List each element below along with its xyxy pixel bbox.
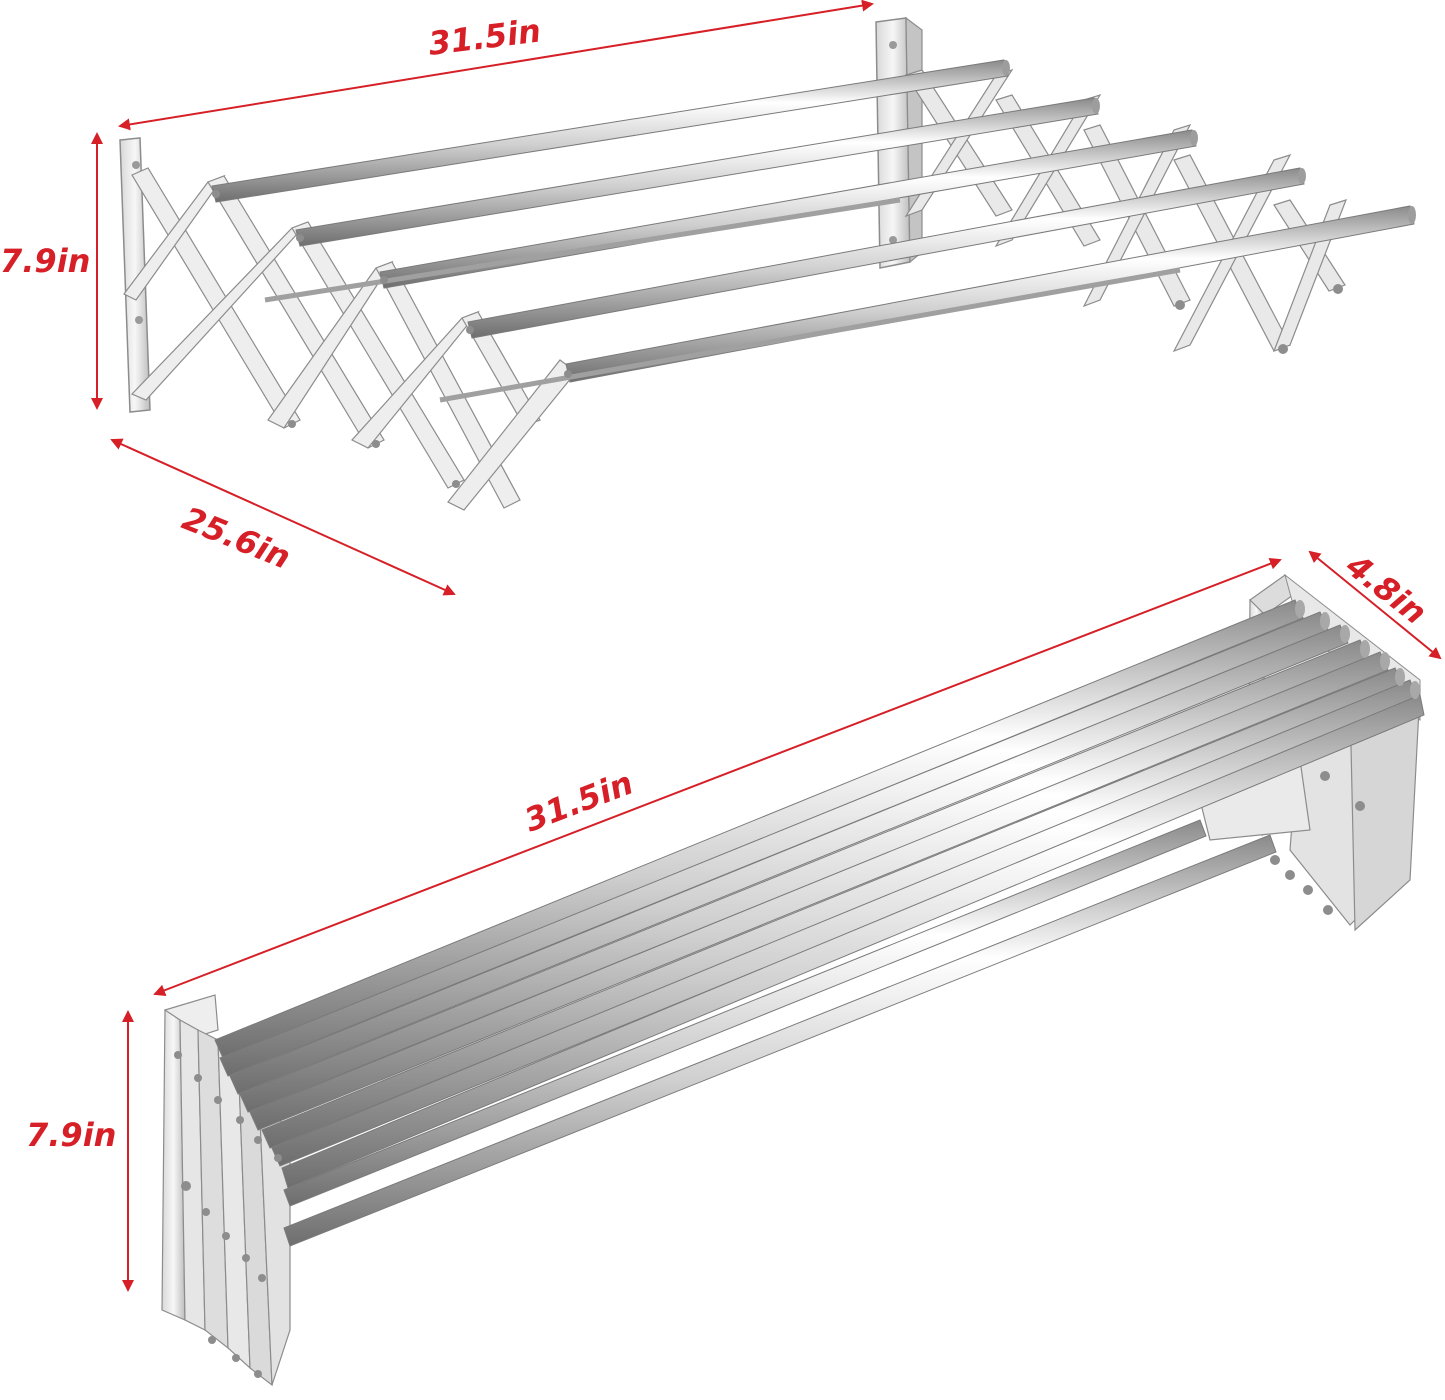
folded-dimension-lines: [122, 550, 1442, 1292]
folded-height-label: 7.9in: [26, 1116, 116, 1154]
expanded-rods: [211, 59, 1416, 403]
expanded-depth-label: 25.6in: [177, 499, 296, 576]
folded-width-label: 31.5in: [519, 764, 638, 840]
folded-rods: [214, 599, 1425, 1247]
front-wall-bracket: [119, 137, 151, 413]
expanded-rack: 31.5in 7.9in 25.6in: [0, 0, 1416, 596]
folded-rack: 31.5in 4.8in 7.9in: [26, 546, 1442, 1387]
expanded-width-label: 31.5in: [426, 11, 542, 62]
folded-depth-label: 4.8in: [1338, 546, 1433, 632]
folded-bolts: [174, 771, 1365, 1378]
front-scissor-arm: [123, 167, 577, 511]
expanded-height-label: 7.9in: [0, 242, 90, 280]
